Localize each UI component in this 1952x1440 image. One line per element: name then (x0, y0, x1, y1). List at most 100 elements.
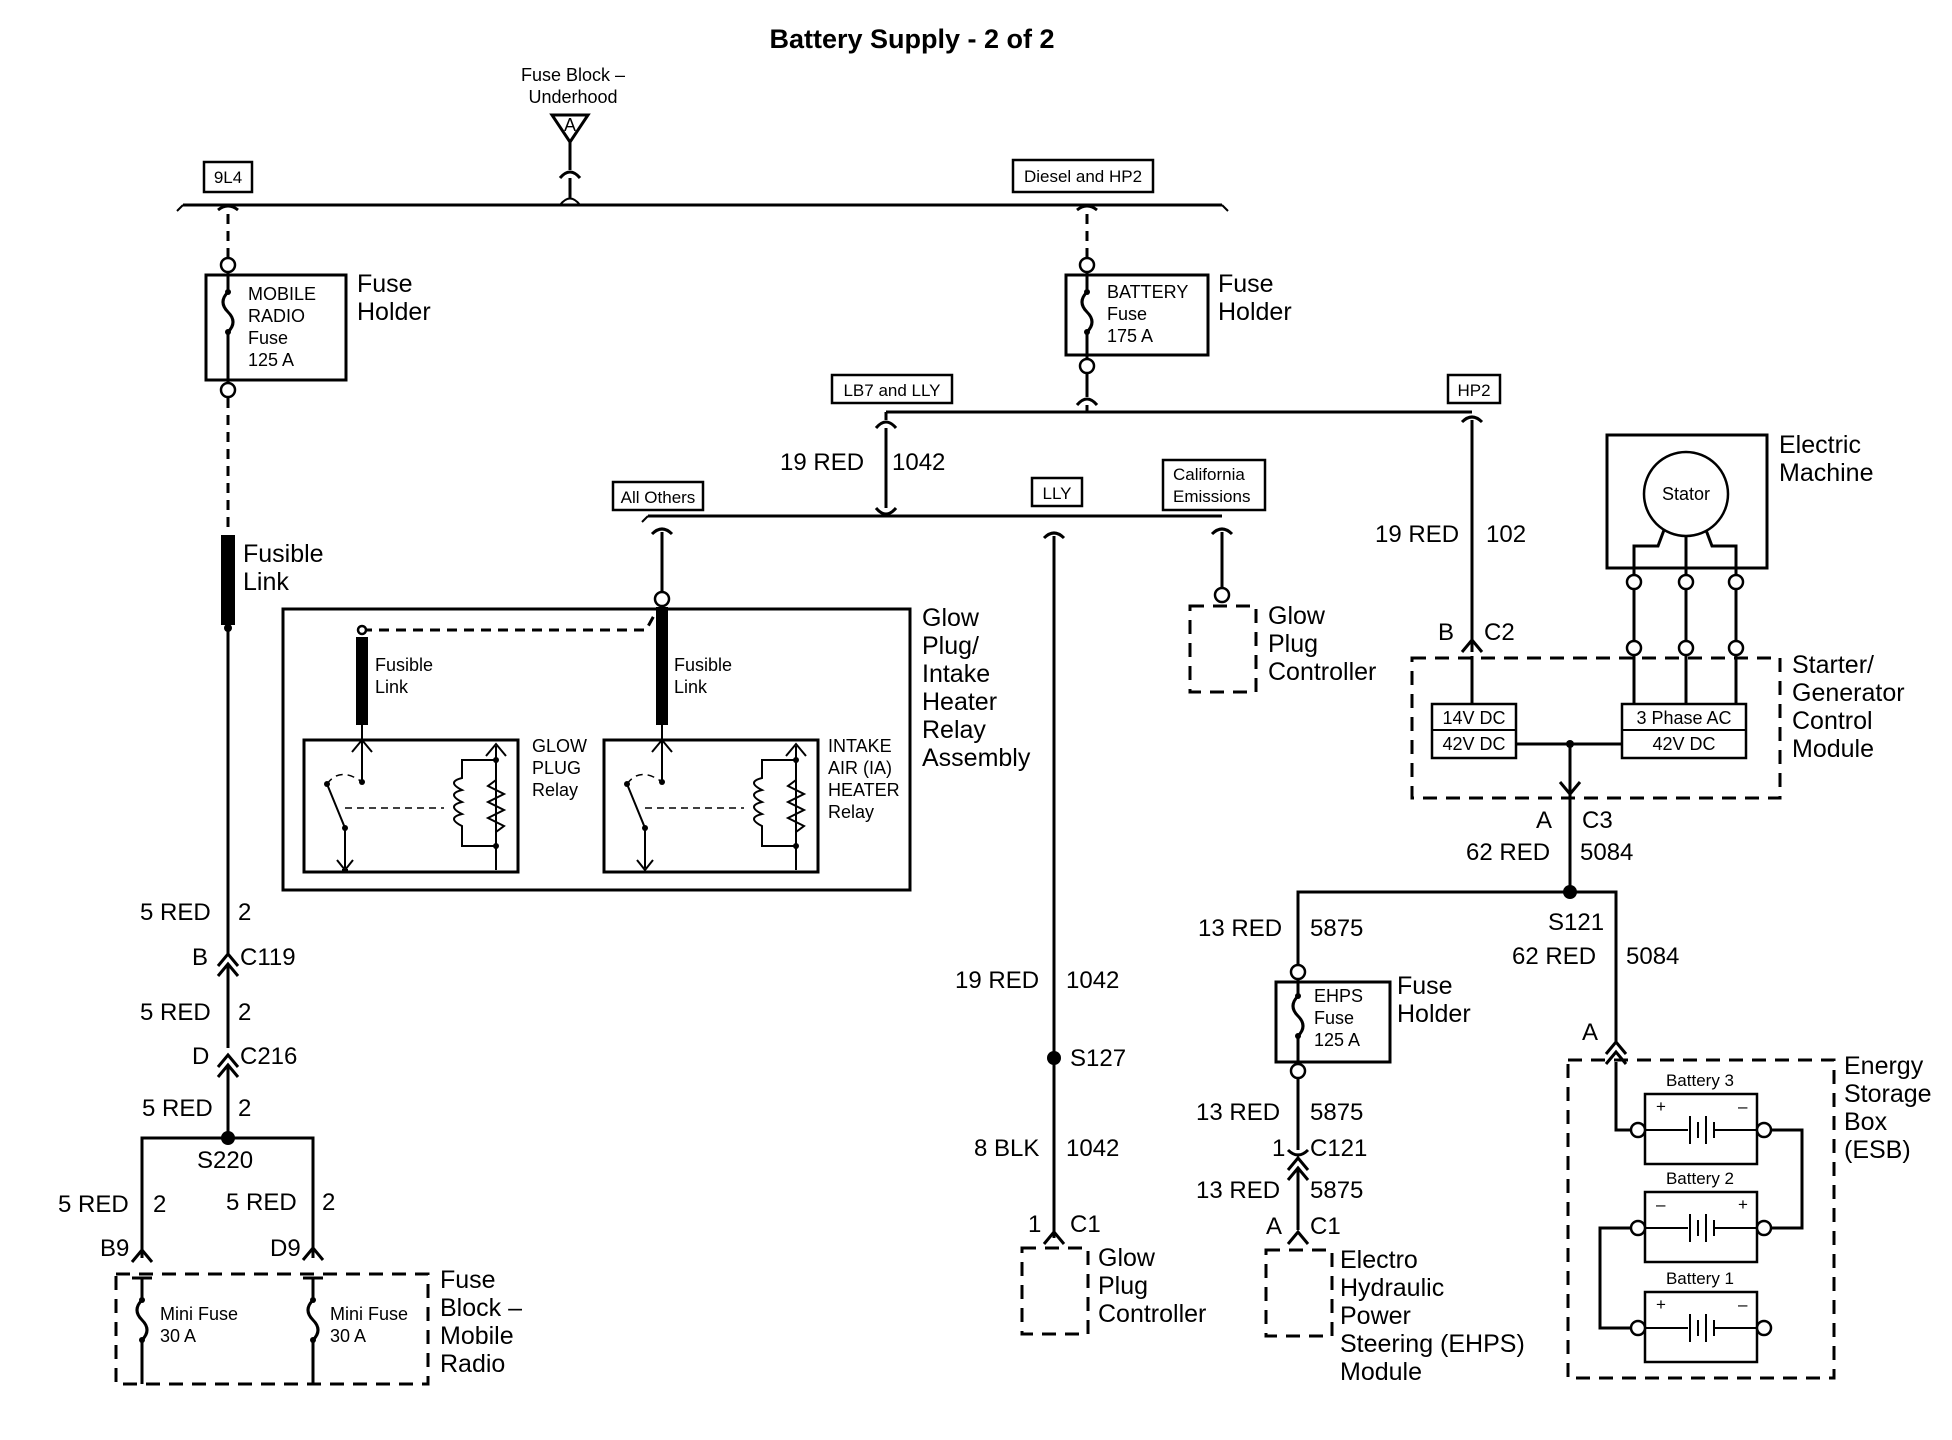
b9-pin: B9 (100, 1235, 129, 1262)
mobile-radio-fuse-bottom-node (219, 381, 237, 399)
glow-plug-relay-box (302, 738, 520, 874)
ia-relay-arrow-icon (636, 859, 654, 872)
ac-converter-42v: 42V DC (1652, 734, 1715, 754)
mini-fuse-2-label: Mini Fuse (330, 1304, 408, 1324)
glow-relay-coil-dot-2 (493, 843, 499, 849)
glow-relay-contact-2 (359, 779, 365, 785)
battery-fuse-top-node (1078, 256, 1096, 274)
mini-fuse-2-dot (310, 1297, 316, 1303)
mobile-radio-fuse-dot (225, 289, 231, 295)
fuse-block-triangle-icon (549, 113, 591, 145)
relay-assembly-label-6: Assembly (922, 744, 1031, 772)
c2-pin-b: B (1438, 619, 1454, 646)
feed-wire-top (558, 142, 582, 198)
mobile-radio-block-label-4: Radio (440, 1350, 505, 1378)
wire-5red-label: 5 RED (140, 899, 211, 926)
mobile-radio-fuse-l1: MOBILE (248, 284, 316, 304)
esb-label-2: Storage (1844, 1080, 1932, 1108)
option-all-others: All Others (621, 488, 696, 507)
battery-2-terminal-right (1755, 1219, 1773, 1237)
relay-assembly-label-5: Relay (922, 716, 986, 744)
wire-2-label-5: 2 (322, 1189, 335, 1216)
c1-label: C1 (1070, 1211, 1101, 1238)
wire-19red-label-3: 19 RED (1375, 521, 1459, 548)
sgcm-label: Starter/ (1792, 651, 1874, 679)
lb7-down-wire (874, 412, 898, 516)
california-tick (1210, 527, 1234, 536)
california-node (1213, 586, 1231, 604)
battery-3-plus: + (1656, 1097, 1666, 1116)
glow-fusible-link-label: Fusible (375, 655, 433, 675)
glow-plug-controller-lower (1020, 1246, 1090, 1336)
wire-5red-label-2: 5 RED (140, 999, 211, 1026)
sgcm-terminal-1 (1625, 639, 1643, 657)
c121-pin-1: 1 (1272, 1135, 1285, 1162)
battery-branch-tick (1076, 204, 1098, 212)
option-lb7-lly: LB7 and LLY (843, 381, 940, 400)
battery-fuse-l2: Fuse (1107, 304, 1147, 324)
ehps-c1-label: C1 (1310, 1213, 1341, 1240)
wire-1042-label-3: 1042 (1066, 1135, 1119, 1162)
ia-relay-resistor-icon (785, 779, 807, 833)
option-9l4-box (202, 160, 254, 194)
third-bus-end (641, 515, 649, 523)
battery-3-terminal-left (1629, 1121, 1647, 1139)
ehps-wire-down (1286, 1078, 1310, 1157)
battery-2-minus: – (1656, 1195, 1666, 1214)
electric-machine-label: Electric (1779, 431, 1861, 459)
energy-storage-box (1566, 1058, 1836, 1380)
fuse-block-underhood-label: Fuse Block – (521, 65, 625, 85)
fusible-link-main-label: Fusible (243, 540, 324, 568)
battery-fuse-bottom-node (1078, 357, 1096, 375)
stator-label: Stator (1662, 484, 1710, 504)
sgcm-label-4: Module (1792, 735, 1874, 763)
mini-fuse-2-dot-2 (310, 1337, 316, 1343)
wire-13red-label-2: 13 RED (1196, 1099, 1280, 1126)
dc-converter-14v: 14V DC (1442, 708, 1505, 728)
battery-3-minus: – (1738, 1097, 1748, 1116)
battery-2-plus: + (1738, 1195, 1748, 1214)
ehps-fuse-holder-label: Fuse (1397, 972, 1453, 1000)
esb-pin-a: A (1582, 1019, 1598, 1046)
battery-1-minus: – (1738, 1295, 1748, 1314)
battery-fuse-out-wire (1075, 373, 1099, 412)
c216-connector-icon (216, 1052, 240, 1135)
esb-label-3: Box (1844, 1108, 1888, 1136)
fuse-block-mobile-radio (114, 1272, 430, 1386)
sgcm-internal-junction (1566, 740, 1574, 748)
glow-relay-switch-icon (326, 725, 373, 871)
option-california: California (1173, 465, 1245, 484)
ia-fusible-link-label-2: Link (674, 677, 708, 697)
c216-pin-d: D (192, 1043, 209, 1070)
wire-5084-label-2: 5084 (1626, 943, 1679, 970)
relay-assembly-label-3: Intake (922, 660, 990, 688)
glow-relay-contact-3 (342, 825, 348, 831)
ehps-fuse-dot (1295, 993, 1301, 999)
starter-generator-module (1410, 656, 1782, 800)
battery-fuse-l3: 175 A (1107, 326, 1153, 346)
wire-13red-label-3: 13 RED (1196, 1177, 1280, 1204)
s121-split (1296, 890, 1618, 1042)
ehps-module-label-5: Module (1340, 1358, 1422, 1386)
esb-label-4: (ESB) (1844, 1136, 1911, 1164)
battery-fuse-element-icon (1080, 272, 1094, 358)
wire-2-label: 2 (238, 899, 251, 926)
battery-1-plus: + (1656, 1295, 1666, 1314)
wire-5875-label: 5875 (1310, 915, 1363, 942)
ia-fusible-link-bar (656, 607, 668, 725)
mini-fuse-1-dot (139, 1297, 145, 1303)
wire-1042-label-2: 1042 (1066, 967, 1119, 994)
hp2-tick (1460, 415, 1484, 424)
ehps-fuse-l1: EHPS (1314, 986, 1363, 1006)
mobile-radio-fuse-top-node (219, 256, 237, 274)
mobile-radio-fuse-dot-2 (225, 329, 231, 335)
s220-label: S220 (197, 1147, 253, 1174)
glow-relay-label: GLOW (532, 736, 587, 756)
wire-5red-label-3: 5 RED (142, 1095, 213, 1122)
battery-2-cell-icon (1645, 1214, 1757, 1242)
ia-relay-switch-arc (626, 773, 663, 785)
ac-inputs (1632, 655, 1738, 704)
battery-fuse-holder-label-2: Holder (1218, 298, 1292, 326)
ehps-fuse-top-node (1289, 963, 1307, 981)
c2-connector-icon (1460, 637, 1484, 653)
